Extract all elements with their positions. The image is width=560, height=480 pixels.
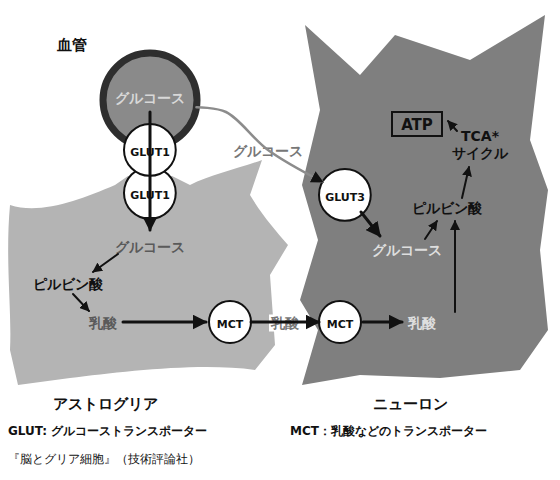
metabolite-label: グルコース	[372, 242, 442, 259]
cell-body	[8, 160, 288, 385]
vessel-heading: 血管	[57, 36, 87, 54]
mct-transporter: MCT	[318, 300, 362, 344]
blood-vessel: 血管グルコース	[40, 30, 210, 155]
atp-box: ATP	[391, 111, 443, 137]
definition-note: GLUT: グルコーストランスポーター	[8, 424, 207, 438]
transporter-circle	[319, 169, 371, 221]
metabolite-label: ピルビン酸	[33, 276, 103, 293]
transporter-circle	[319, 301, 361, 343]
transporter-circle	[124, 167, 176, 219]
metabolite-label: グルコース	[115, 239, 185, 256]
export-arrow	[123, 321, 206, 324]
source-caption: 『脳とグリア細胞』（技術評論社）	[8, 452, 200, 466]
transporter-circle	[209, 301, 251, 343]
transporter-name: GLUT3	[324, 191, 366, 204]
metabolite-label: グルコース	[115, 90, 185, 107]
flow-arrow	[251, 321, 319, 324]
uptake-arrow	[149, 112, 152, 230]
neuron-cell: ニューロン TCA* サイクルピルビン酸グルコース乳酸 ATP GLUT3MCT	[290, 5, 558, 415]
import-arrow	[363, 321, 402, 324]
flow-arrow	[196, 107, 322, 182]
metabolite-label: ピルビン酸	[412, 200, 482, 217]
vessel-wall	[103, 53, 197, 147]
oxidation-arrow	[454, 221, 456, 312]
cycle-label: TCA* サイクル	[448, 128, 512, 162]
product-label: ATP	[401, 116, 433, 134]
transporter-circle	[124, 124, 176, 176]
transporter-name: MCT	[326, 318, 355, 331]
cell-body	[300, 15, 548, 385]
cell-heading: ニューロン	[373, 395, 448, 413]
transporter-name: MCT	[216, 318, 245, 331]
cell-heading: アストログリア	[53, 395, 158, 413]
mct-transporter: MCT	[208, 300, 252, 344]
definition-note: MCT：乳酸などのトランスポーター	[290, 424, 487, 438]
metabolite-label: 乳酸	[408, 315, 436, 332]
metabolite-label: 乳酸	[89, 315, 117, 332]
